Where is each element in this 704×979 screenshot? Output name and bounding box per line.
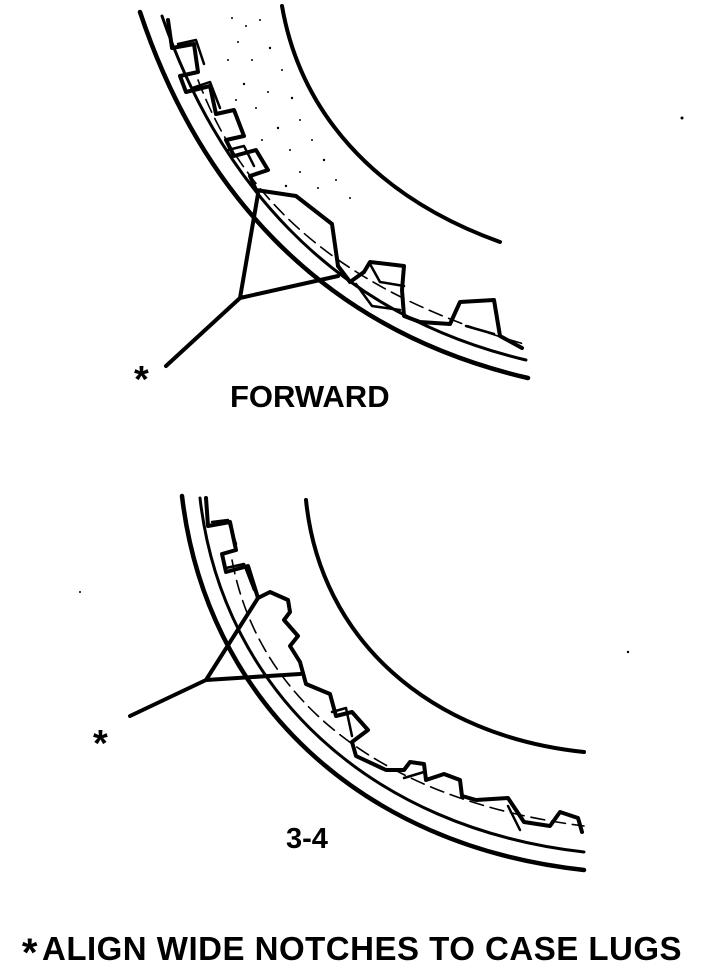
three-four-ring-dashed xyxy=(231,559,585,827)
three-four-asterisk: * xyxy=(93,723,108,765)
forward-teeth-lower-faces xyxy=(354,262,496,336)
three-four-teeth xyxy=(204,496,584,834)
three-four-label: 3-4 xyxy=(286,823,328,855)
forward-teeth-lower xyxy=(336,260,524,350)
forward-clutch-plate xyxy=(137,4,531,381)
scan-speck xyxy=(680,116,684,120)
footnote: * ALIGN WIDE NOTCHES TO CASE LUGS xyxy=(0,924,704,975)
footnote-asterisk: * xyxy=(21,930,38,975)
three-four-outer-edge-inner xyxy=(198,496,586,854)
three-four-inner-bore xyxy=(304,498,586,754)
forward-inner-bore xyxy=(280,4,502,244)
forward-teeth-upper xyxy=(166,18,340,268)
forward-leader-lines xyxy=(164,192,340,368)
three-four-clutch-plate xyxy=(128,493,587,873)
scan-speck xyxy=(79,591,81,593)
forward-asterisk: * xyxy=(134,359,149,401)
three-four-leader-lines xyxy=(128,596,302,718)
footnote-text: ALIGN WIDE NOTCHES TO CASE LUGS xyxy=(41,930,683,967)
three-four-teeth-faces xyxy=(210,518,522,832)
forward-outer-edge xyxy=(137,9,531,381)
forward-teeth-upper-faces xyxy=(176,38,256,168)
forward-plate-shading xyxy=(227,17,351,199)
forward-ring-dashed xyxy=(197,79,525,345)
forward-outer-edge-inner xyxy=(160,14,528,362)
scan-speck xyxy=(626,650,630,654)
forward-label: FORWARD xyxy=(230,379,390,414)
three-four-outer-edge xyxy=(179,493,587,873)
